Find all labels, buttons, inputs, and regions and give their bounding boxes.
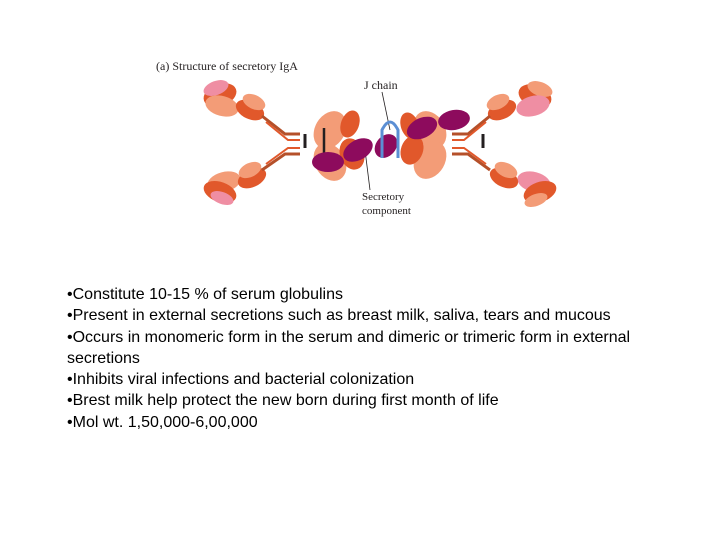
secretory-component-domain [438, 109, 470, 131]
secretory-component [312, 109, 470, 172]
bullet-list: Constitute 10-15 % of serum globulins Pr… [67, 284, 667, 433]
heavy-chain-domain [238, 161, 262, 179]
hinge-region [265, 121, 300, 165]
j-chain-label: J chain [364, 78, 398, 92]
secretory-component-domain [343, 138, 373, 162]
right-monomer [400, 81, 557, 207]
secretory-iga-figure: (a) Structure of secretory IgA J chain S… [150, 50, 590, 230]
light-chain-domain [210, 191, 234, 205]
figure-caption: (a) Structure of secretory IgA [156, 59, 298, 73]
bullet-item: Brest milk help protect the new born dur… [67, 390, 667, 411]
bullet-item: Constitute 10-15 % of serum globulins [67, 284, 667, 305]
bullet-item: Mol wt. 1,50,000-6,00,000 [67, 412, 667, 433]
hinge-region [452, 114, 491, 172]
light-chain-domain [203, 80, 229, 96]
j-chain [380, 120, 400, 158]
fc-domain [340, 110, 360, 138]
heavy-chain-domain [494, 161, 518, 179]
hinge-region [452, 121, 487, 165]
heavy-chain-domain [242, 93, 266, 111]
secretory-component-domain [374, 134, 398, 158]
left-monomer [203, 80, 365, 205]
fc-domain [313, 111, 347, 149]
bullet-item: Present in external secretions such as b… [67, 305, 667, 326]
secretory-label-line1: Secretory [362, 191, 405, 203]
secretory-component-domain [312, 152, 344, 172]
heavy-chain-domain [205, 95, 239, 117]
bullet-item: Inhibits viral infections and bacterial … [67, 369, 667, 390]
bullet-item: Occurs in monomeric form in the serum an… [67, 327, 667, 370]
hinge-region [261, 114, 300, 172]
heavy-chain-domain [524, 193, 548, 207]
fc-domain [400, 135, 424, 165]
light-chain-domain [516, 95, 550, 117]
secretory-component-domain [406, 116, 438, 140]
heavy-chain-domain [486, 93, 510, 111]
secretory-label-line2: component [362, 205, 411, 217]
heavy-chain-domain [527, 81, 553, 97]
iga-structure-diagram: (a) Structure of secretory IgA J chain S… [156, 59, 557, 217]
